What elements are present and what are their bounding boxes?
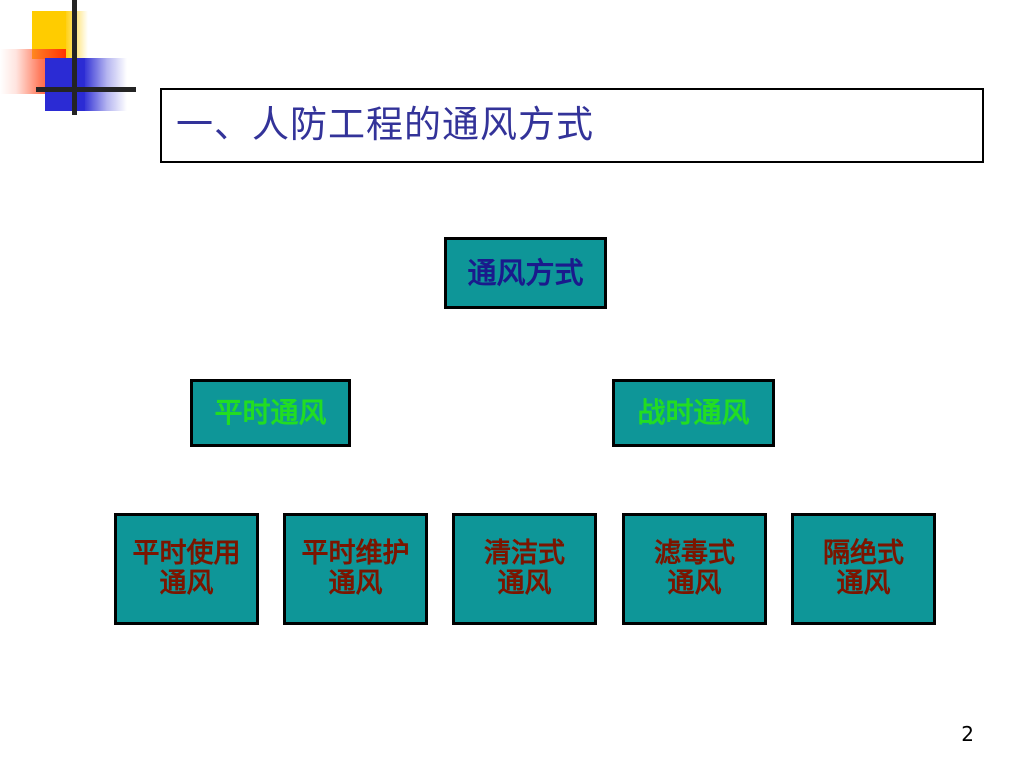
diagram-node-leaf-text: 隔绝式 通风 xyxy=(823,537,904,599)
diagram-node-root: 通风方式 xyxy=(444,237,607,309)
decoration-yellow-square xyxy=(32,11,66,59)
diagram-node-peacetime-label: 平时通风 xyxy=(214,396,327,430)
diagram-node-leaf: 清洁式 通风 xyxy=(452,513,597,625)
decoration-red-gradient-block xyxy=(0,49,66,94)
diagram-node-leaf-text: 滤毒式 通风 xyxy=(654,537,735,599)
page-number: 2 xyxy=(961,722,974,746)
diagram-node-leaf-line2: 通风 xyxy=(159,568,214,599)
diagram-node-wartime: 战时通风 xyxy=(612,379,775,447)
decoration-blue-gradient-block xyxy=(45,58,127,111)
page-title: 一、人防工程的通风方式 xyxy=(176,103,594,146)
diagram-node-leaf-line1: 隔绝式 xyxy=(823,537,904,569)
diagram-node-leaf: 平时使用 通风 xyxy=(114,513,259,625)
diagram-node-leaf: 平时维护 通风 xyxy=(283,513,428,625)
diagram-node-leaf-line2: 通风 xyxy=(497,568,552,599)
diagram-node-leaf-text: 清洁式 通风 xyxy=(484,537,565,599)
diagram-node-wartime-label: 战时通风 xyxy=(637,396,750,430)
decoration-horizontal-rule xyxy=(36,87,136,92)
diagram-node-root-label: 通风方式 xyxy=(467,255,584,290)
diagram-node-leaf: 滤毒式 通风 xyxy=(622,513,767,625)
diagram-node-leaf: 隔绝式 通风 xyxy=(791,513,936,625)
diagram-node-leaf-line2: 通风 xyxy=(667,568,722,599)
diagram-node-leaf-line1: 滤毒式 xyxy=(654,537,735,569)
decoration-vertical-rule xyxy=(72,0,77,115)
diagram-node-leaf-text: 平时使用 通风 xyxy=(132,537,241,599)
diagram-node-leaf-line1: 清洁式 xyxy=(484,537,565,569)
diagram-node-leaf-line1: 平时使用 xyxy=(132,537,241,569)
diagram-node-leaf-line2: 通风 xyxy=(328,568,383,599)
diagram-node-leaf-line1: 平时维护 xyxy=(301,537,410,569)
title-frame xyxy=(160,88,984,163)
decoration-yellow-gradient-block xyxy=(32,11,88,59)
diagram-node-leaf-text: 平时维护 通风 xyxy=(301,537,410,599)
decoration-blue-square xyxy=(45,58,85,111)
diagram-node-leaf-line2: 通风 xyxy=(836,568,891,599)
diagram-node-peacetime: 平时通风 xyxy=(190,379,351,447)
